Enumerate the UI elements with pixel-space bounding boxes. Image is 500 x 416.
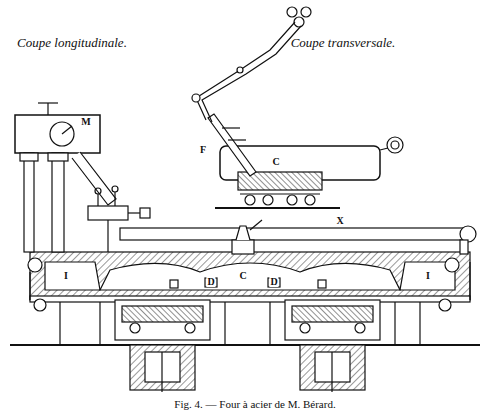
callout-letter: C xyxy=(271,157,280,167)
section-title: Coupe transversale. xyxy=(290,36,397,49)
callout-letter: C xyxy=(238,271,247,281)
callout-letter: X xyxy=(335,216,344,226)
section-title: Coupe longitudinale. xyxy=(16,36,128,49)
callout-letter: M xyxy=(80,117,91,127)
callout-letter: F xyxy=(199,145,207,155)
callout-letter: D xyxy=(269,277,278,287)
callout-letter: I xyxy=(63,271,69,281)
figure-caption: Fig. 4. — Four à acier de M. Bérard. xyxy=(174,398,335,410)
callout-letter: I xyxy=(425,271,431,281)
callout-letter: D xyxy=(206,277,215,287)
